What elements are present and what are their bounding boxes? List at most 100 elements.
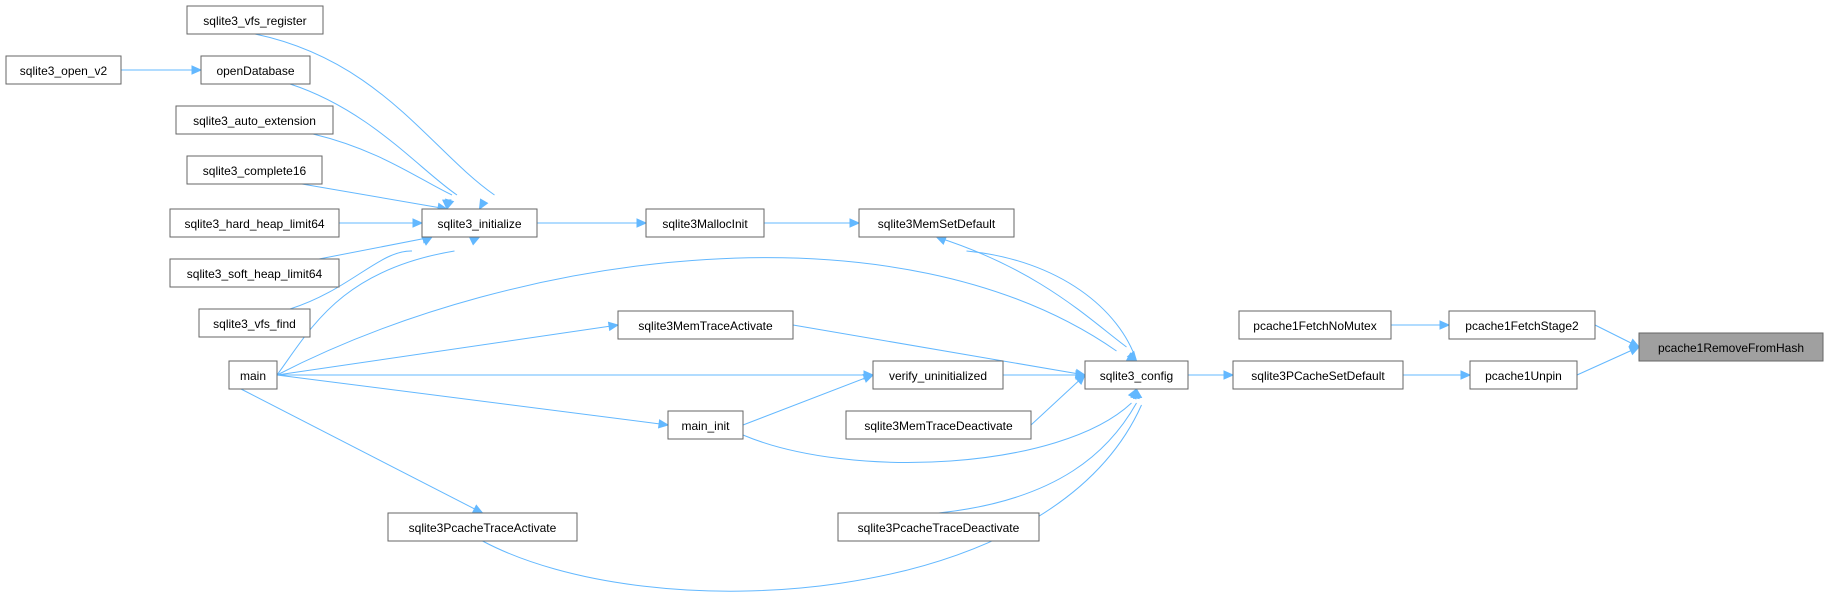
node-label-sqlite3_hard_heap_limit64: sqlite3_hard_heap_limit64 bbox=[184, 217, 324, 231]
node-sqlite3_open_v2[interactable]: sqlite3_open_v2 bbox=[5, 55, 122, 85]
node-box-sqlite3_complete16[interactable] bbox=[186, 155, 323, 185]
call-edge-sqlite3_vfs_register-to-sqlite3_initialize bbox=[254, 33, 495, 196]
node-sqlite3MallocInit[interactable]: sqlite3MallocInit bbox=[645, 208, 765, 238]
arrowhead-sqlite3_initialize bbox=[478, 198, 489, 211]
arrowhead-sqlite3_initialize bbox=[442, 199, 452, 211]
arrowhead-sqlite3_initialize bbox=[468, 236, 481, 246]
edge-layer bbox=[121, 33, 1641, 592]
arrowhead-sqlite3MemSetDefault bbox=[849, 218, 861, 228]
node-box-sqlite3PcacheTraceActivate[interactable] bbox=[387, 512, 578, 542]
node-box-sqlite3MemTraceActivate[interactable] bbox=[617, 310, 794, 340]
node-label-sqlite3MemTraceDeactivate: sqlite3MemTraceDeactivate bbox=[864, 419, 1013, 433]
arrowhead-sqlite3PCacheSetDefault bbox=[1223, 370, 1235, 380]
node-sqlite3_vfs_register[interactable]: sqlite3_vfs_register bbox=[186, 5, 324, 35]
arrowhead-sqlite3PcacheTraceActivate bbox=[471, 504, 484, 514]
node-label-sqlite3PcacheTraceActivate: sqlite3PcacheTraceActivate bbox=[409, 521, 557, 535]
arrowhead-pcache1RemoveFromHash bbox=[1628, 346, 1641, 356]
node-label-sqlite3PcacheTraceDeactivate: sqlite3PcacheTraceDeactivate bbox=[858, 521, 1020, 535]
call-edge-main_init-to-sqlite3_config bbox=[742, 402, 1132, 463]
arrowhead-sqlite3MemTraceActivate bbox=[607, 321, 620, 332]
node-sqlite3_vfs_find[interactable]: sqlite3_vfs_find bbox=[198, 308, 311, 338]
node-label-verify_uninitialized: verify_uninitialized bbox=[889, 369, 987, 383]
node-pcache1Unpin[interactable]: pcache1Unpin bbox=[1469, 360, 1578, 390]
node-box-sqlite3MemTraceDeactivate[interactable] bbox=[845, 410, 1032, 440]
node-box-verify_uninitialized[interactable] bbox=[872, 360, 1004, 390]
call-edge-sqlite3_auto_extension-to-sqlite3_initialize bbox=[312, 133, 453, 196]
node-layer: pcache1RemoveFromHash pcache1FetchStage2 p… bbox=[5, 5, 1824, 542]
node-main[interactable]: main bbox=[228, 360, 278, 390]
node-box-openDatabase[interactable] bbox=[200, 55, 311, 85]
call-edge-sqlite3MemTraceDeactivate-to-sqlite3_config bbox=[1030, 374, 1086, 426]
node-pcache1FetchStage2[interactable]: pcache1FetchStage2 bbox=[1448, 310, 1596, 340]
node-label-sqlite3_open_v2: sqlite3_open_v2 bbox=[20, 64, 108, 78]
node-pcache1RemoveFromHash[interactable]: pcache1RemoveFromHash bbox=[1638, 332, 1824, 362]
node-sqlite3_hard_heap_limit64[interactable]: sqlite3_hard_heap_limit64 bbox=[169, 208, 340, 238]
node-box-sqlite3PCacheSetDefault[interactable] bbox=[1232, 360, 1404, 390]
arrowhead-verify_uninitialized bbox=[862, 373, 875, 383]
node-sqlite3PcacheTraceDeactivate[interactable]: sqlite3PcacheTraceDeactivate bbox=[837, 512, 1040, 542]
node-sqlite3MemSetDefault[interactable]: sqlite3MemSetDefault bbox=[858, 208, 1015, 238]
node-pcache1FetchNoMutex[interactable]: pcache1FetchNoMutex bbox=[1238, 310, 1392, 340]
node-sqlite3_initialize[interactable]: sqlite3_initialize bbox=[421, 208, 538, 238]
call-edge-sqlite3PcacheTraceActivate-to-sqlite3_config bbox=[482, 404, 1142, 592]
arrowhead-sqlite3MallocInit bbox=[636, 218, 648, 228]
node-label-sqlite3_initialize: sqlite3_initialize bbox=[437, 217, 521, 231]
node-label-sqlite3PCacheSetDefault: sqlite3PCacheSetDefault bbox=[1251, 369, 1385, 383]
node-box-sqlite3MemSetDefault[interactable] bbox=[858, 208, 1015, 238]
node-box-sqlite3_open_v2[interactable] bbox=[5, 55, 122, 85]
node-label-sqlite3_vfs_register: sqlite3_vfs_register bbox=[203, 14, 306, 28]
call-edge-main-to-sqlite3PcacheTraceActivate bbox=[240, 388, 483, 514]
arrowhead-sqlite3_initialize bbox=[412, 218, 424, 228]
node-box-sqlite3_initialize[interactable] bbox=[421, 208, 538, 238]
node-label-sqlite3_complete16: sqlite3_complete16 bbox=[203, 164, 307, 178]
node-box-main[interactable] bbox=[228, 360, 278, 390]
node-sqlite3_complete16[interactable]: sqlite3_complete16 bbox=[186, 155, 323, 185]
node-sqlite3PCacheSetDefault[interactable]: sqlite3PCacheSetDefault bbox=[1232, 360, 1404, 390]
node-sqlite3PcacheTraceActivate[interactable]: sqlite3PcacheTraceActivate bbox=[387, 512, 578, 542]
node-box-main_init[interactable] bbox=[667, 410, 744, 440]
node-box-sqlite3_auto_extension[interactable] bbox=[175, 105, 334, 135]
node-box-sqlite3PcacheTraceDeactivate[interactable] bbox=[837, 512, 1040, 542]
call-edge-main-to-sqlite3MemTraceActivate bbox=[276, 324, 619, 376]
call-edge-sqlite3_config-to-sqlite3MemSetDefault bbox=[966, 250, 1137, 362]
node-verify_uninitialized[interactable]: verify_uninitialized bbox=[872, 360, 1004, 390]
node-label-sqlite3_config: sqlite3_config bbox=[1100, 369, 1173, 383]
call-edge-sqlite3_soft_heap_limit64-to-sqlite3_initialize bbox=[318, 236, 433, 260]
node-label-main: main bbox=[240, 369, 266, 383]
call-edge-sqlite3_vfs_find-to-sqlite3_initialize bbox=[289, 250, 413, 310]
node-main_init[interactable]: main_init bbox=[667, 410, 744, 440]
call-edge-main-to-sqlite3_config bbox=[276, 257, 1117, 376]
node-label-sqlite3MallocInit: sqlite3MallocInit bbox=[662, 217, 748, 231]
node-box-pcache1RemoveFromHash[interactable] bbox=[1638, 332, 1824, 362]
call-edge-main_init-to-verify_uninitialized bbox=[742, 374, 874, 426]
node-box-sqlite3_vfs_find[interactable] bbox=[198, 308, 311, 338]
node-sqlite3_soft_heap_limit64[interactable]: sqlite3_soft_heap_limit64 bbox=[169, 258, 340, 288]
arrowhead-sqlite3_initialize bbox=[421, 236, 434, 246]
node-label-sqlite3_vfs_find: sqlite3_vfs_find bbox=[213, 317, 296, 331]
arrowhead-pcache1Unpin bbox=[1460, 370, 1472, 380]
node-box-pcache1FetchStage2[interactable] bbox=[1448, 310, 1596, 340]
node-label-sqlite3MemTraceActivate: sqlite3MemTraceActivate bbox=[638, 319, 773, 333]
node-label-pcache1Unpin: pcache1Unpin bbox=[1485, 369, 1562, 383]
node-box-sqlite3_vfs_register[interactable] bbox=[186, 5, 324, 35]
node-label-sqlite3_auto_extension: sqlite3_auto_extension bbox=[193, 114, 316, 128]
node-openDatabase[interactable]: openDatabase bbox=[200, 55, 311, 85]
node-box-sqlite3_soft_heap_limit64[interactable] bbox=[169, 258, 340, 288]
node-label-sqlite3_soft_heap_limit64: sqlite3_soft_heap_limit64 bbox=[187, 267, 323, 281]
node-box-sqlite3MallocInit[interactable] bbox=[645, 208, 765, 238]
node-box-sqlite3_config[interactable] bbox=[1084, 360, 1189, 390]
arrowhead-sqlite3_config bbox=[1074, 374, 1086, 385]
node-box-sqlite3_hard_heap_limit64[interactable] bbox=[169, 208, 340, 238]
node-sqlite3MemTraceActivate[interactable]: sqlite3MemTraceActivate bbox=[617, 310, 794, 340]
call-edge-sqlite3MemSetDefault-to-sqlite3_config bbox=[936, 236, 1127, 348]
node-sqlite3MemTraceDeactivate[interactable]: sqlite3MemTraceDeactivate bbox=[845, 410, 1032, 440]
call-edge-pcache1Unpin-to-pcache1RemoveFromHash bbox=[1576, 346, 1640, 376]
call-edge-main-to-sqlite3_initialize bbox=[276, 250, 455, 376]
call-edge-openDatabase-to-sqlite3_initialize bbox=[289, 83, 458, 196]
node-sqlite3_auto_extension[interactable]: sqlite3_auto_extension bbox=[175, 105, 334, 135]
node-sqlite3_config[interactable]: sqlite3_config bbox=[1084, 360, 1189, 390]
node-box-pcache1Unpin[interactable] bbox=[1469, 360, 1578, 390]
node-label-sqlite3MemSetDefault: sqlite3MemSetDefault bbox=[878, 217, 996, 231]
node-box-pcache1FetchNoMutex[interactable] bbox=[1238, 310, 1392, 340]
